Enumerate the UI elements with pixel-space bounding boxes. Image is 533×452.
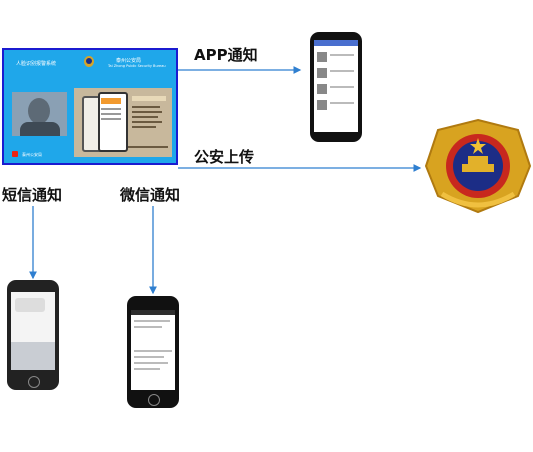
home-button [28, 376, 40, 388]
app-notify-label: APP通知 [194, 46, 258, 64]
banner-right-en: Tai Zhong Public Security Bureau [108, 64, 166, 68]
product-image [74, 88, 172, 157]
police-emblem-icon [424, 118, 532, 214]
sms-phone-screen [11, 292, 55, 370]
small-emblem-icon [84, 56, 94, 67]
banner-left-text: 人脸识别报警系统 [16, 61, 57, 67]
wechat-notify-label: 微信通知 [120, 186, 181, 204]
home-button [148, 394, 160, 406]
alert-icon [12, 151, 18, 157]
alarm-display-screen: 人脸识别报警系统 泰州公安局 Tai Zhong Public Security… [2, 48, 178, 165]
app-phone-screen [314, 40, 358, 132]
app-phone [310, 32, 362, 142]
police-upload-label: 公安上传 [194, 148, 255, 166]
face-photo [12, 92, 67, 136]
wechat-phone-screen [131, 310, 175, 390]
banner-right-cn: 泰州公安局 [116, 58, 142, 64]
wechat-phone [127, 296, 179, 408]
sms-notify-label: 短信通知 [2, 186, 63, 204]
face-caption: 泰州公安局 [22, 152, 42, 157]
sms-phone [7, 280, 59, 390]
